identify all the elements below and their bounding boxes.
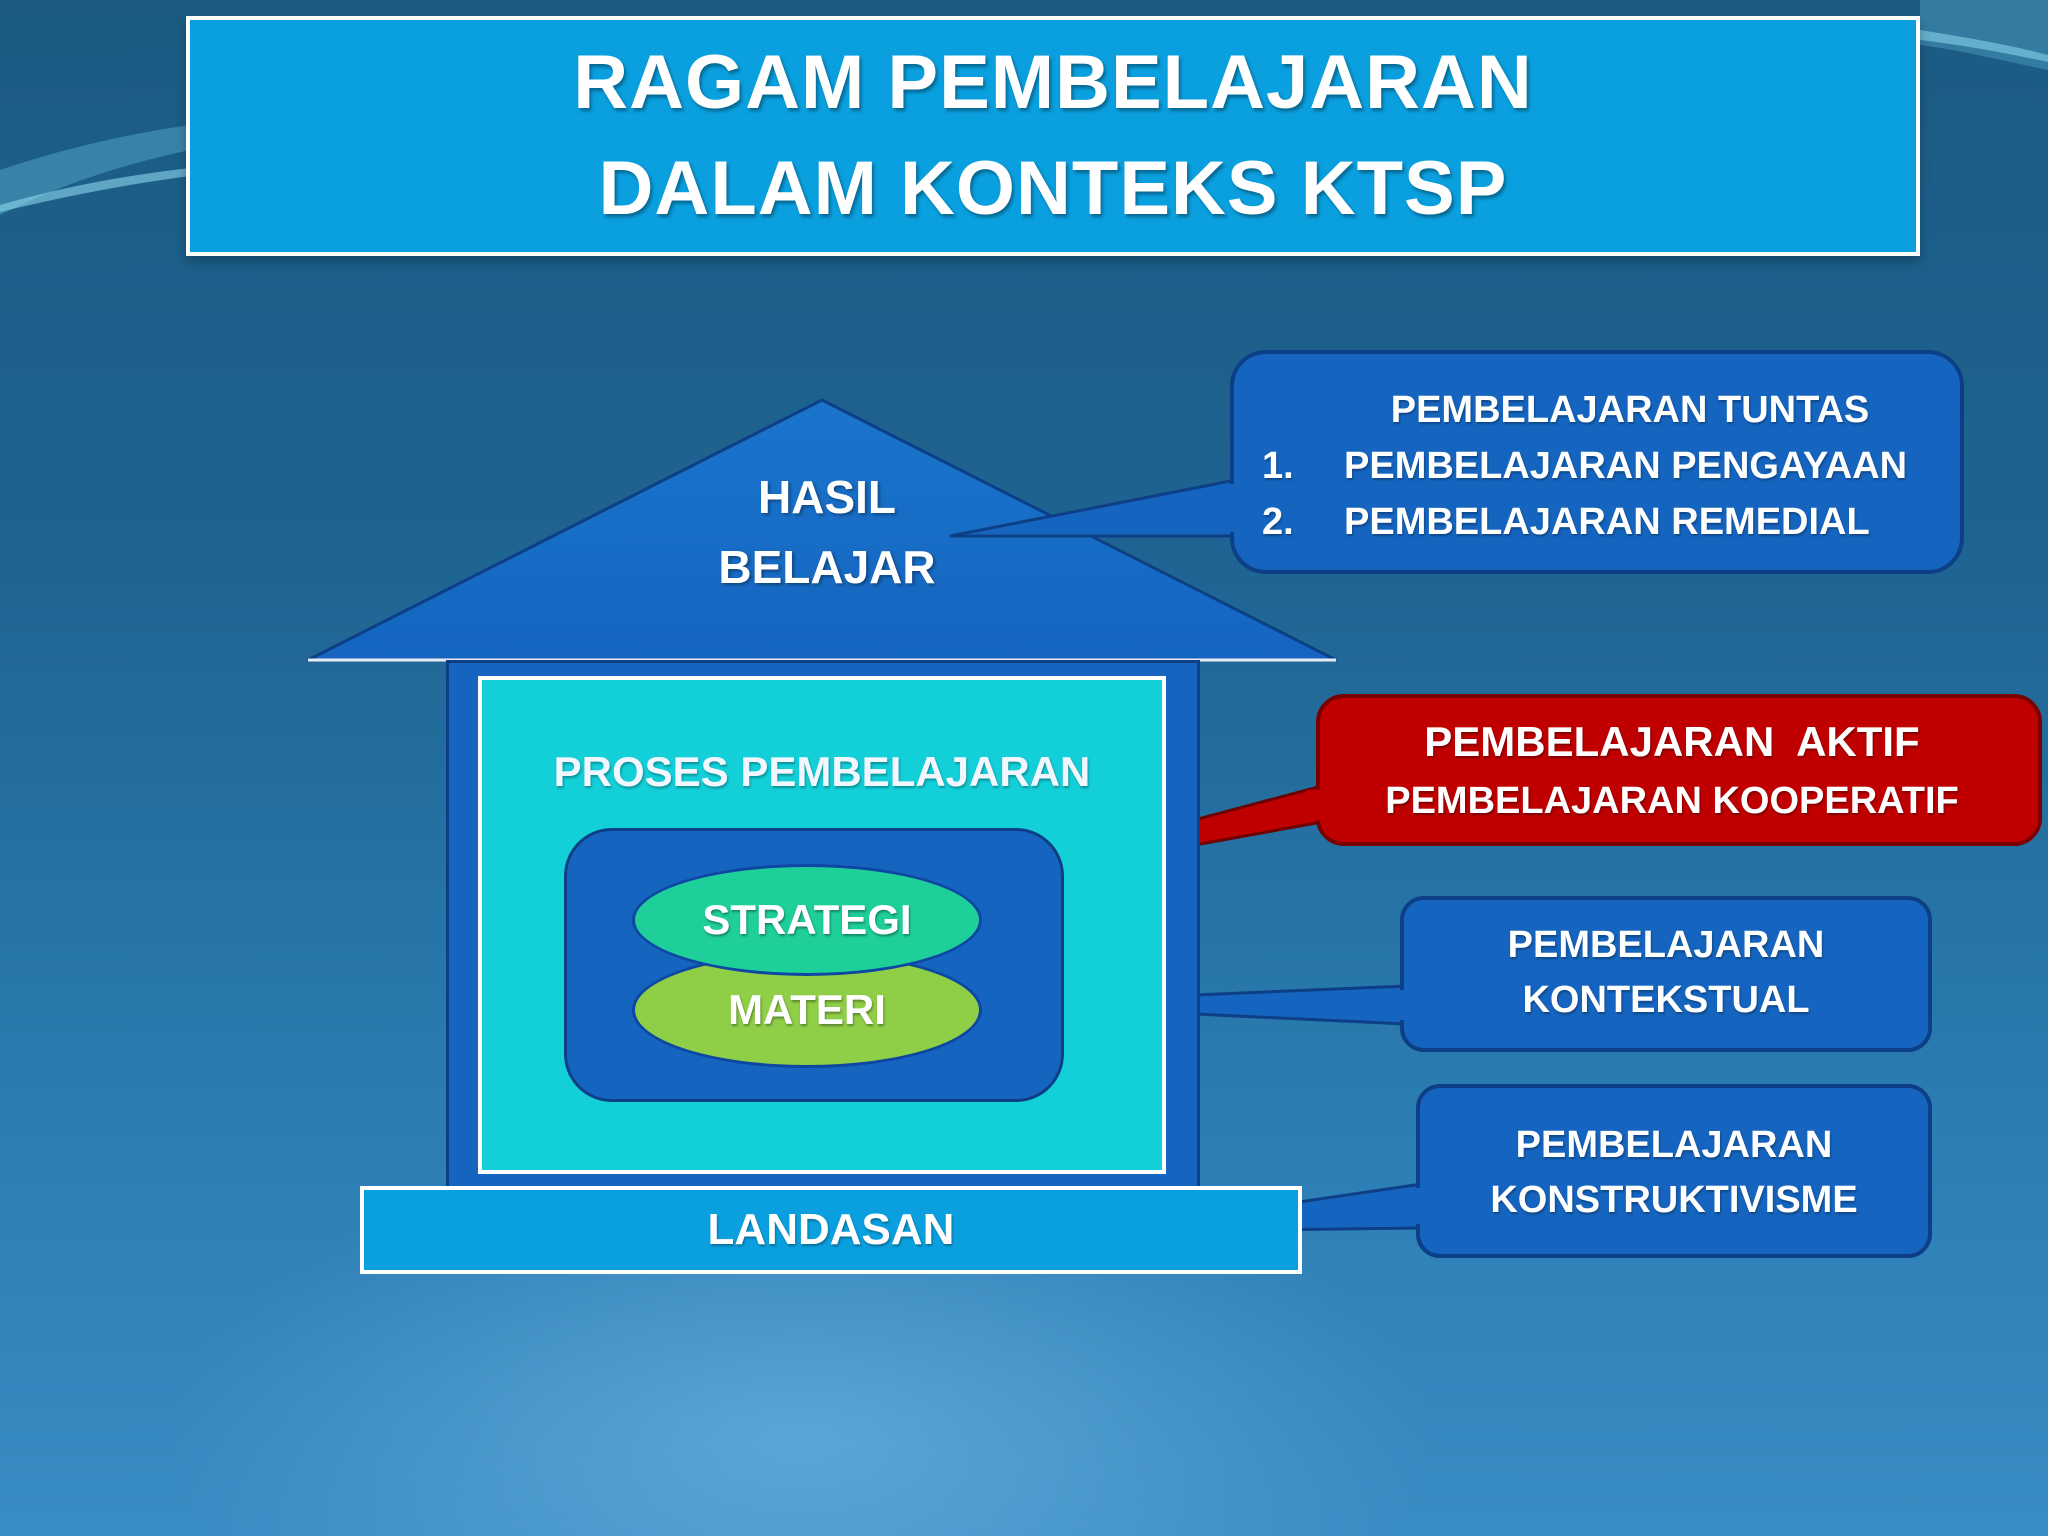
- callout-box-konstruktivisme: [1416, 1084, 1932, 1258]
- process-label: PROSES PEMBELAJARAN: [553, 748, 1091, 795]
- roof-label-line-1: HASIL: [758, 471, 896, 523]
- callout-tuntas-content: PEMBELAJARAN TUNTAS 1. PEMBELAJARAN PENG…: [1230, 382, 1970, 550]
- roof-label-line-2: BELAJAR: [718, 541, 936, 593]
- strategi-ellipse: STRATEGI: [632, 864, 982, 976]
- callout-aktif-line-2: PEMBELAJARAN KOOPERATIF: [1385, 780, 1959, 822]
- list-item: 2. PEMBELAJARAN REMEDIAL: [1230, 494, 1970, 550]
- page-title-line-2: DALAM KONTEKS KTSP: [598, 146, 1508, 231]
- callout-konstruktivisme-text: PEMBELAJARAN KONSTRUKTIVISME: [1418, 1118, 1930, 1228]
- callout-box-kontekstual: [1400, 896, 1932, 1052]
- callout-kontekstual-line-1: PEMBELAJARAN: [1507, 924, 1825, 966]
- list-item-number: 1.: [1262, 445, 1294, 487]
- callout-tuntas-heading: PEMBELAJARAN TUNTAS: [1390, 389, 1870, 431]
- page-title-line-1: RAGAM PEMBELAJARAN: [573, 40, 1533, 125]
- list-item-text: PEMBELAJARAN PENGAYAAN: [1344, 445, 1908, 487]
- strategi-label: STRATEGI: [702, 896, 912, 943]
- callout-konstruktivisme-line-1: PEMBELAJARAN: [1515, 1124, 1833, 1166]
- callout-box-aktif: [1316, 694, 2042, 846]
- materi-label: MATERI: [728, 986, 886, 1033]
- callout-box-tuntas: [1230, 350, 1964, 574]
- title-banner: RAGAM PEMBELAJARAN DALAM KONTEKS KTSP: [186, 16, 1920, 256]
- foundation-label: LANDASAN: [707, 1205, 955, 1254]
- list-item: 1. PEMBELAJARAN PENGAYAAN: [1230, 438, 1970, 494]
- callout-kontekstual-text: PEMBELAJARAN KONTEKSTUAL: [1402, 918, 1930, 1028]
- callout-konstruktivisme-line-2: KONSTRUKTIVISME: [1490, 1179, 1858, 1221]
- callout-kontekstual-line-2: KONTEKSTUAL: [1522, 979, 1810, 1021]
- list-item-number: 2.: [1262, 501, 1294, 543]
- roof-label: HASIL BELAJAR: [662, 462, 992, 602]
- foundation-box: LANDASAN: [360, 1186, 1302, 1274]
- list-item-text: PEMBELAJARAN REMEDIAL: [1344, 501, 1870, 543]
- callout-aktif-line-1: PEMBELAJARAN AKTIF: [1424, 718, 1920, 765]
